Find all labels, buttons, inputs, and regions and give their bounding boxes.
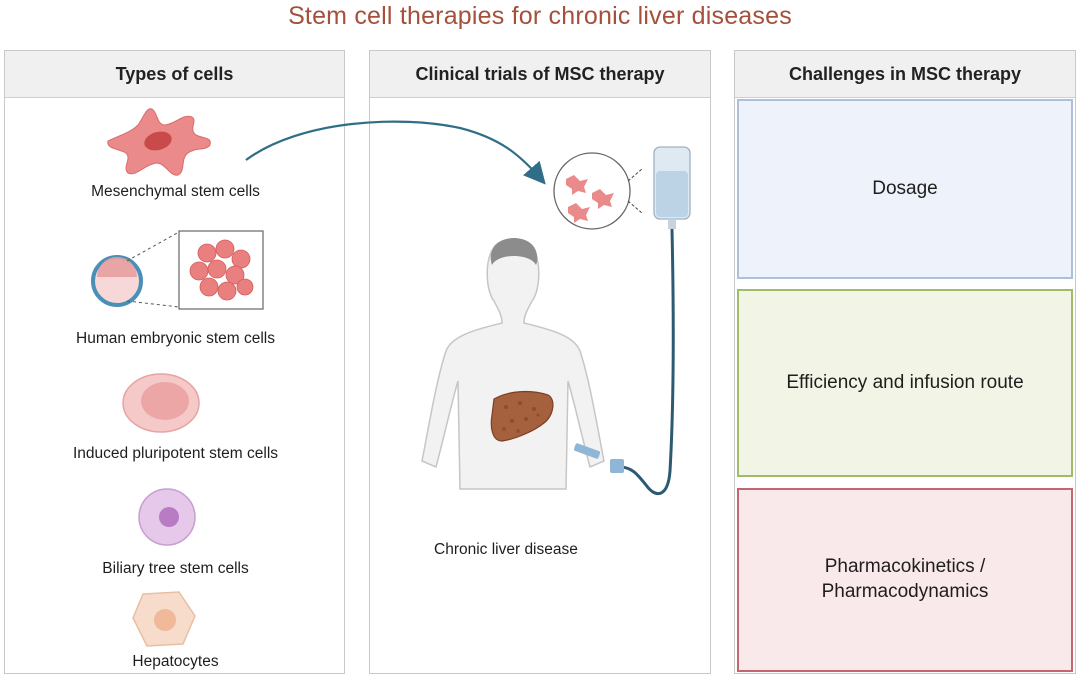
- hepatocyte-icon: [132, 591, 196, 647]
- cell-label-biliary: Biliary tree stem cells: [102, 560, 249, 577]
- mesenchymal-cell-icon: [107, 108, 211, 176]
- chronic-liver-disease-label: Chronic liver disease: [434, 541, 578, 558]
- msc-zoom-circle: [553, 152, 642, 230]
- human-body-icon: [421, 238, 605, 490]
- clinical-trials-panel: Clinical trials of MSC therapy Chronic l…: [369, 50, 711, 674]
- cell-label-ipsc: Induced pluripotent stem cells: [72, 445, 279, 462]
- biliary-cell-icon: [138, 488, 196, 546]
- ipsc-cell-icon: [122, 373, 200, 433]
- challenge-dosage: Dosage: [737, 99, 1073, 279]
- cell-label-embryonic: Human embryonic stem cells: [76, 330, 275, 347]
- embryo-cell-icon: [91, 230, 264, 310]
- challenge-efficiency: Efficiency and infusion route: [737, 289, 1073, 477]
- diagram-title: Stem cell therapies for chronic liver di…: [288, 2, 792, 30]
- challenge-pharmacokinetics: Pharmacokinetics / Pharmacodynamics: [737, 488, 1073, 672]
- challenges-panel-header: Challenges in MSC therapy: [735, 51, 1075, 98]
- types-of-cells-panel: Types of cells Mesenchymal stem cells Hu…: [4, 50, 345, 674]
- challenge-pk-line2: Pharmacodynamics: [821, 581, 989, 602]
- challenges-panel: Challenges in MSC therapy Dosage Efficie…: [734, 50, 1076, 674]
- liver-icon: [490, 390, 554, 442]
- cell-label-hepatocytes: Hepatocytes: [132, 653, 219, 670]
- types-panel-header: Types of cells: [5, 51, 344, 98]
- challenge-pk-line1: Pharmacokinetics /: [824, 556, 986, 578]
- cell-label-mesenchymal: Mesenchymal stem cells: [91, 183, 260, 200]
- iv-bag-icon: [610, 146, 691, 496]
- trials-panel-header: Clinical trials of MSC therapy: [370, 51, 710, 98]
